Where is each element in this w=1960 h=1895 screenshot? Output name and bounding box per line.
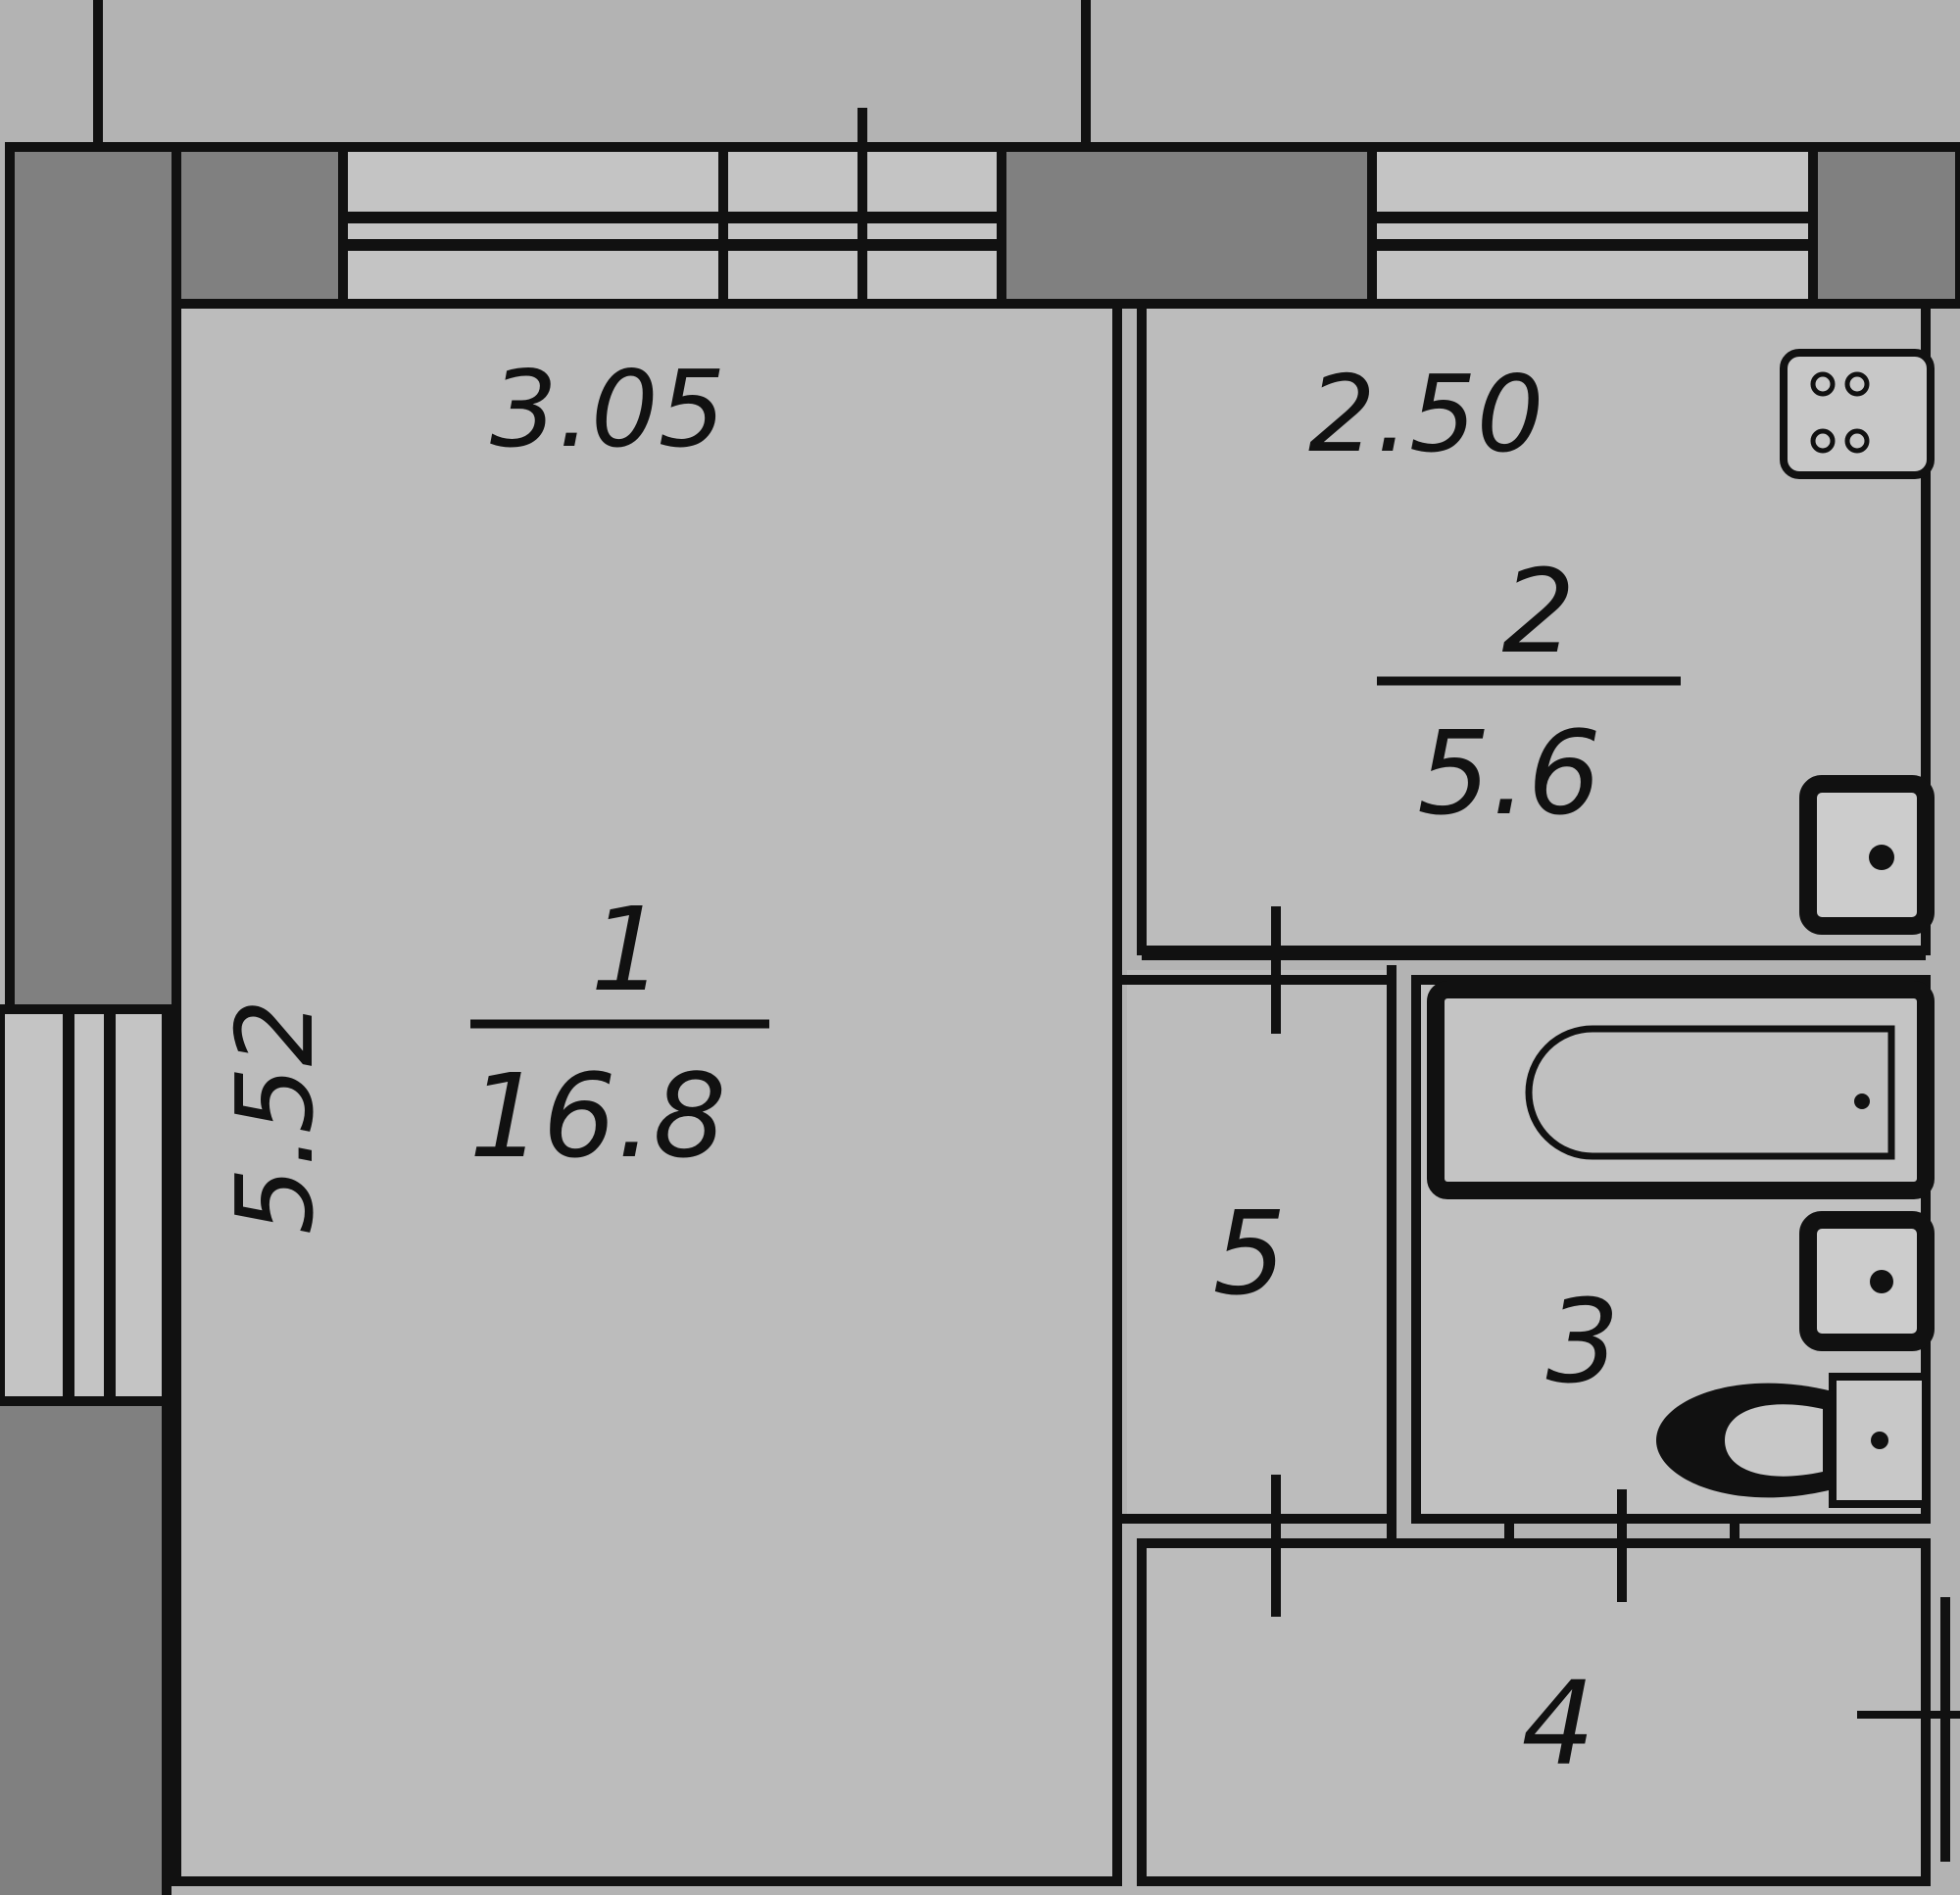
outer-wall-top-right (1808, 142, 1960, 309)
window-left (0, 1004, 172, 1406)
room-1-area: 16.8 (469, 1048, 727, 1184)
room-1-number: 1 (590, 882, 663, 1017)
room-1-floor (172, 299, 1122, 1886)
door-ticks (1271, 906, 1627, 1617)
outer-wall-left-lower (0, 1396, 172, 1895)
room-2-area: 5.6 (1417, 705, 1601, 841)
stove-icon (1780, 349, 1935, 479)
sink-icon (1799, 775, 1935, 935)
room-5-number: 5 (1212, 1186, 1286, 1321)
room-2-number: 2 (1501, 544, 1575, 679)
room-3-number: 3 (1545, 1274, 1619, 1409)
dimension-width-room2: 2.50 (1308, 354, 1544, 476)
outer-wall-left-upper (5, 142, 181, 1014)
outer-wall-top-middle (997, 142, 1377, 309)
bathroom-sink-icon (1799, 1211, 1935, 1351)
room-5-floor (1127, 970, 1392, 1519)
upper-neighbour-walls (93, 0, 1091, 147)
dimension-width-room1: 3.05 (490, 349, 725, 471)
dimension-length-room1: 5.52 (215, 999, 337, 1235)
window-top-right (1367, 142, 1818, 309)
toilet-icon (1656, 1373, 1930, 1508)
window-top-left (338, 142, 1006, 309)
room-4-number: 4 (1521, 1656, 1594, 1791)
bathtub-icon (1427, 981, 1935, 1199)
